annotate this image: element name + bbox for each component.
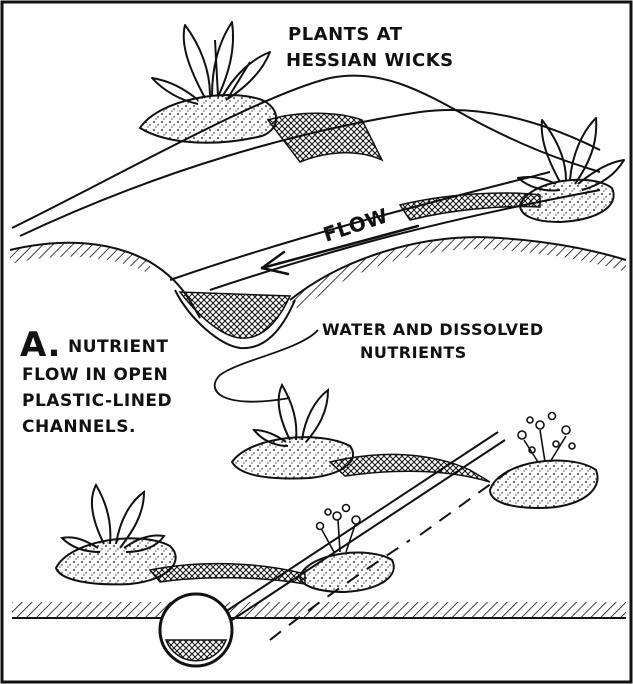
plant-top-icon [152, 22, 270, 104]
soil-mound-mid-right [490, 460, 598, 508]
soil-mound-mid [232, 437, 353, 478]
caption-line3: PLASTIC-LINED [22, 391, 172, 411]
water-label-line1: WATER AND DISSOLVED [322, 320, 544, 339]
flowering-plant-mid-icon [317, 505, 361, 553]
water-label-line2: NUTRIENTS [360, 343, 467, 362]
caption-letter: A. [20, 325, 61, 365]
lower-ground-hatch [12, 602, 626, 618]
ground-hatch-left [10, 243, 150, 274]
soil-mound-right [520, 180, 614, 222]
plants-label-line2: HESSIAN WICKS [286, 50, 454, 71]
soil-mound-top [140, 95, 276, 143]
water-in-channel [180, 292, 290, 338]
hessian-wick-bottom [150, 564, 305, 584]
caption-line2: FLOW IN OPEN [22, 365, 168, 385]
ground-hatch-right [290, 237, 626, 312]
hessian-wick-mid [330, 454, 490, 482]
soil-mound-bottom-mid [300, 553, 394, 592]
flow-label: FLOW [320, 203, 391, 246]
caption-line4: CHANNELS. [22, 417, 136, 437]
plant-right-icon [518, 118, 624, 191]
caption-line1: NUTRIENT [68, 337, 168, 357]
plants-label-line1: PLANTS AT [288, 24, 403, 45]
flowering-plant-right-icon [518, 413, 575, 463]
